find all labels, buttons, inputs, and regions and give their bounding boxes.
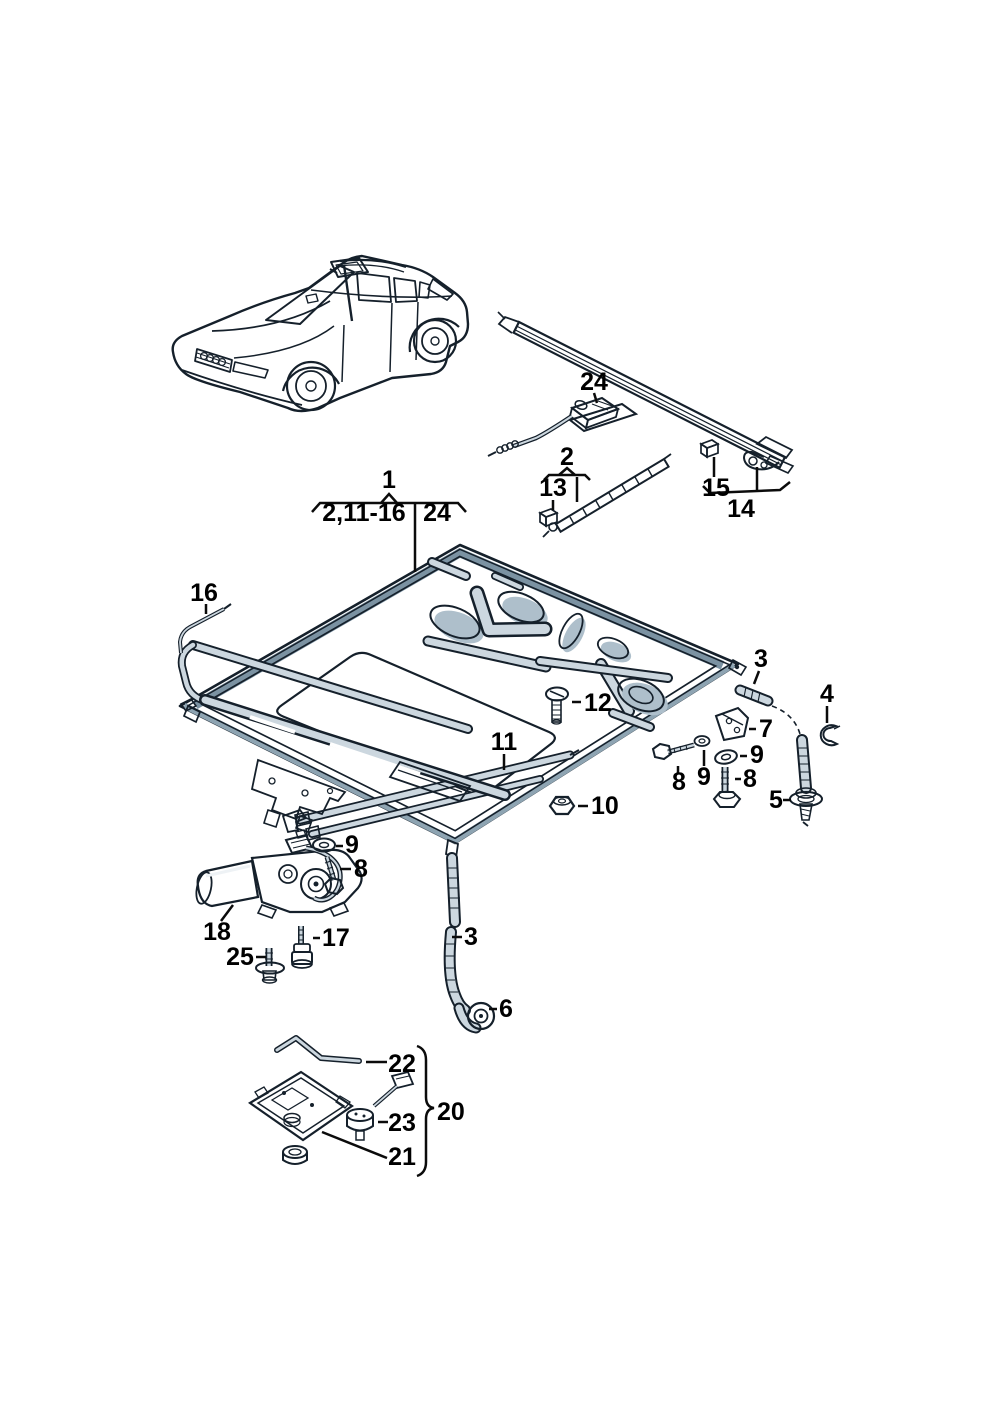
callout-24-drive[interactable]: 24 <box>580 368 608 396</box>
callout-9-small[interactable]: 9 <box>697 763 711 791</box>
callout-1[interactable]: 1 <box>382 466 396 494</box>
slider-block-13 <box>538 508 559 528</box>
callout-24-group[interactable]: 24 <box>423 499 451 527</box>
callout-12[interactable]: 12 <box>584 689 612 717</box>
callout-3-hose[interactable]: 3 <box>464 923 478 951</box>
hose-clip-4 <box>819 724 841 747</box>
washer-9-right <box>714 749 738 765</box>
switch-housing-tray <box>247 1070 354 1142</box>
drain-hose-front <box>443 852 471 1016</box>
car-overview <box>171 254 470 413</box>
callout-leaders <box>204 392 829 1160</box>
cable-drive-unit <box>487 396 639 457</box>
switch-with-cable-23 <box>346 1070 415 1141</box>
bolt-8-right <box>651 742 695 761</box>
sunshade-slide-rail-11 <box>294 749 580 827</box>
callout-14[interactable]: 14 <box>727 495 755 523</box>
slider-block-15 <box>699 439 720 459</box>
callout-18[interactable]: 18 <box>203 918 231 946</box>
callout-5[interactable]: 5 <box>769 786 783 814</box>
rear-wheel <box>408 317 460 364</box>
callout-6[interactable]: 6 <box>499 995 513 1023</box>
actuation-rod-22 <box>274 1035 362 1064</box>
sunroof-frame <box>178 543 748 860</box>
washer-9-small <box>693 735 711 747</box>
grille <box>194 348 233 373</box>
callout-2[interactable]: 2 <box>560 443 574 471</box>
callout-25[interactable]: 25 <box>226 943 254 971</box>
edge-bracket <box>281 808 308 834</box>
callout-labels: 1 2,11-16 24 24 2 13 15 14 16 12 11 10 3… <box>190 368 834 1171</box>
callout-2-11-16[interactable]: 2,11-16 <box>322 499 405 527</box>
washer-9-motor <box>312 837 336 853</box>
drain-elbow-6 <box>453 1001 496 1034</box>
drain-grommet-5 <box>789 787 823 827</box>
front-wheel <box>281 360 340 412</box>
nut-10 <box>548 795 576 816</box>
deflector-rod <box>177 603 232 654</box>
sunroof-cutout <box>329 257 369 278</box>
callout-21[interactable]: 21 <box>388 1143 416 1171</box>
callout-13[interactable]: 13 <box>539 474 567 502</box>
callout-15[interactable]: 15 <box>702 474 730 502</box>
callout-8-stud[interactable]: 8 <box>743 765 757 793</box>
callout-17[interactable]: 17 <box>322 924 350 952</box>
callout-22[interactable]: 22 <box>388 1050 416 1078</box>
callout-16[interactable]: 16 <box>190 579 218 607</box>
expanding-rivet-25 <box>255 948 285 984</box>
callout-20[interactable]: 20 <box>437 1098 465 1126</box>
drain-tube-long <box>796 734 812 794</box>
guide-rail-piece <box>542 453 672 538</box>
sunshade-frame <box>177 640 511 834</box>
frame-embossing <box>422 557 673 732</box>
callout-8-right[interactable]: 8 <box>672 768 686 796</box>
sunroof-motor <box>195 829 363 919</box>
callout-8-motor[interactable]: 8 <box>354 855 368 883</box>
stud-8 <box>712 767 742 808</box>
bracket-7 <box>714 706 750 742</box>
frame-screw-12 <box>538 682 578 725</box>
callout-3-right[interactable]: 3 <box>754 645 768 673</box>
callout-23[interactable]: 23 <box>388 1109 416 1137</box>
callout-9-motor[interactable]: 9 <box>345 831 359 859</box>
callout-4[interactable]: 4 <box>820 680 834 708</box>
guide-rail <box>497 311 795 475</box>
audi-rings-icon <box>199 351 227 367</box>
drain-routing-dashed <box>771 705 801 735</box>
stepped-bolt-17 <box>291 926 313 969</box>
group-brace-20 <box>416 1044 435 1178</box>
drain-tube-short <box>734 684 774 707</box>
callout-11[interactable]: 11 <box>491 728 518 756</box>
headlight <box>232 361 269 379</box>
callout-9-right[interactable]: 9 <box>750 741 764 769</box>
callout-10[interactable]: 10 <box>591 792 619 820</box>
callout-7[interactable]: 7 <box>759 715 773 743</box>
bolt-8-motor <box>323 856 345 896</box>
rubber-buffer-21 <box>282 1145 308 1165</box>
